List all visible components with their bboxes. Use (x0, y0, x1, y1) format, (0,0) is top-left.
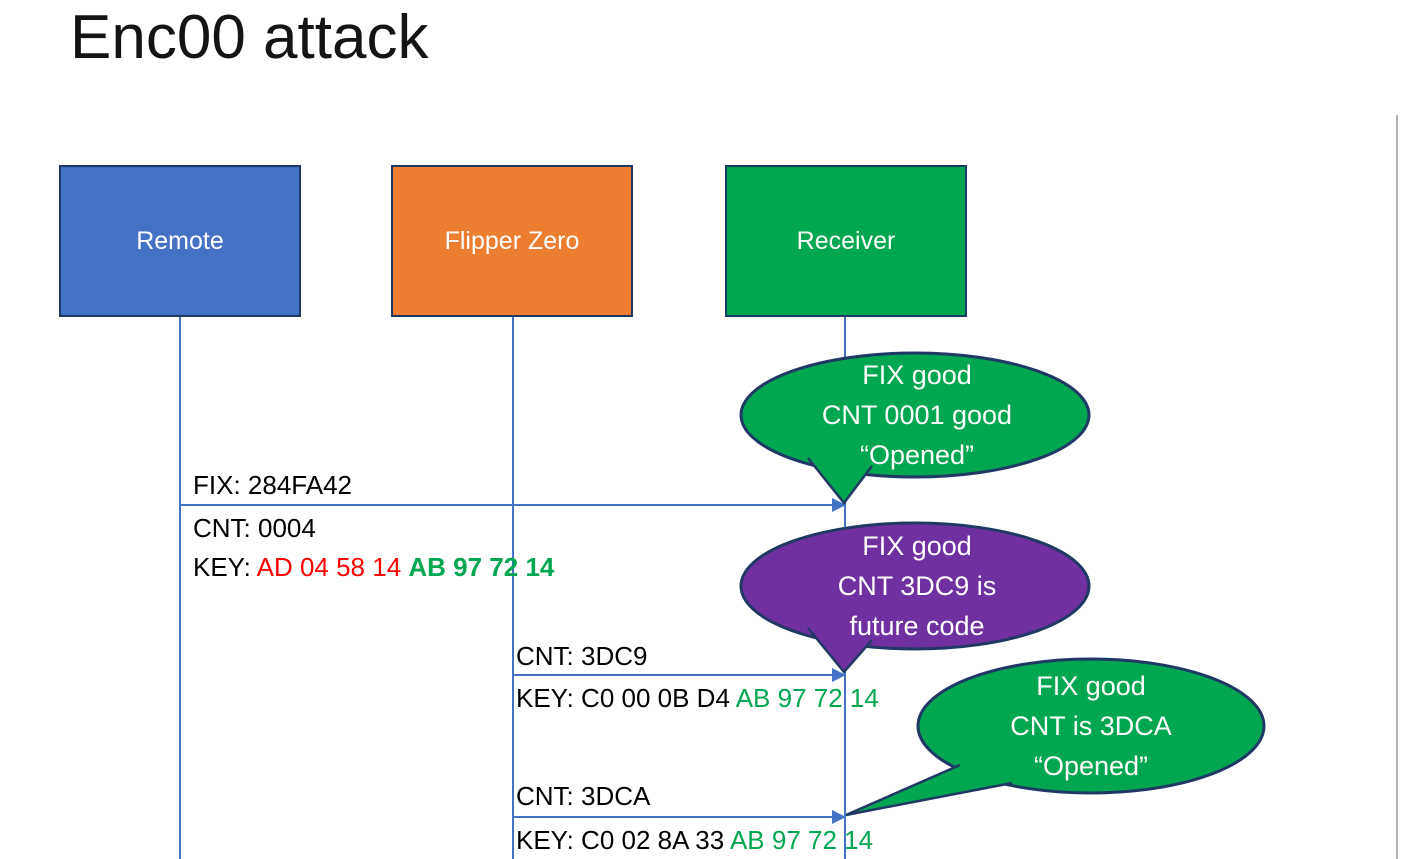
message-3-key-label: KEY: C0 02 8A 33 AB 97 72 14 (516, 821, 873, 859)
message-3-cnt-label: CNT: 3DCA (516, 781, 651, 811)
message-2-key-prefix: KEY: C0 00 0B D4 (516, 683, 736, 713)
message-1-fix-label: FIX: 284FA42 (193, 470, 352, 500)
callout-2-line-2: CNT 3DC9 is (837, 571, 997, 601)
actor-label-remote: Remote (136, 226, 224, 255)
callout-1-bubble (739, 351, 1091, 506)
message-1-key-red-bytes: AD 04 58 14 (256, 552, 409, 582)
callout-3-ellipse (916, 657, 1266, 795)
message-2-key-label: KEY: C0 00 0B D4 AB 97 72 14 (516, 679, 879, 718)
slide-title: Enc00 attack (70, 3, 429, 72)
callout-2-text: FIX good CNT 3DC9 is future code (743, 526, 1091, 646)
message-2-key-green-bytes: AB 97 72 14 (735, 683, 879, 713)
callout-1-line-2: CNT 0001 good (821, 400, 1013, 430)
message-1-key-prefix: KEY: (193, 552, 257, 582)
callout-1-text: FIX good CNT 0001 good “Opened” (743, 355, 1091, 475)
callout-1-line-3: “Opened” (859, 440, 975, 470)
callout-2-tail (807, 627, 873, 674)
message-2-arrow-line (513, 674, 834, 676)
actor-box-receiver: Receiver (725, 165, 967, 317)
actor-box-flipper-zero: Flipper Zero (391, 165, 633, 317)
lifeline-flipper-zero (512, 317, 514, 859)
callout-2-ellipse (739, 521, 1091, 651)
message-1-key-green-bytes: AB 97 72 14 (408, 552, 555, 582)
message-1-arrow-line (180, 504, 834, 506)
callout-3-line-3: “Opened” (1033, 751, 1149, 781)
message-1-details: CNT: 0004 KEY: AD 04 58 14 AB 97 72 14 (193, 509, 554, 587)
callout-3-line-1: FIX good (1036, 671, 1146, 701)
message-3-key-prefix: KEY: C0 02 8A 33 (516, 825, 730, 855)
callout-3-bubble (845, 657, 1266, 817)
message-2-cnt-label: CNT: 3DC9 (516, 641, 648, 671)
message-3-arrow-line (513, 816, 834, 818)
slide-edge-line (1396, 115, 1398, 859)
actor-label-flipper-zero: Flipper Zero (444, 226, 580, 255)
lifeline-remote (179, 317, 181, 859)
actor-box-remote: Remote (59, 165, 301, 317)
message-1-key-label: KEY: AD 04 58 14 AB 97 72 14 (193, 548, 554, 587)
callout-2-line-3: future code (849, 611, 985, 641)
callout-1-line-1: FIX good (862, 360, 972, 390)
callout-3-text: FIX good CNT is 3DCA “Opened” (918, 666, 1264, 786)
callout-1-tail (807, 457, 873, 506)
message-3-key-green-bytes: AB 97 72 14 (729, 825, 874, 855)
message-1-cnt-label: CNT: 0004 (193, 513, 316, 543)
callout-3-tail (845, 763, 1013, 817)
callout-2-line-1: FIX good (862, 531, 972, 561)
callout-3-line-2: CNT is 3DCA (1010, 711, 1172, 741)
message-3-arrowhead-icon (832, 810, 846, 824)
callout-1-ellipse (739, 351, 1091, 479)
actor-label-receiver: Receiver (796, 226, 896, 255)
callout-2-bubble (739, 521, 1091, 674)
